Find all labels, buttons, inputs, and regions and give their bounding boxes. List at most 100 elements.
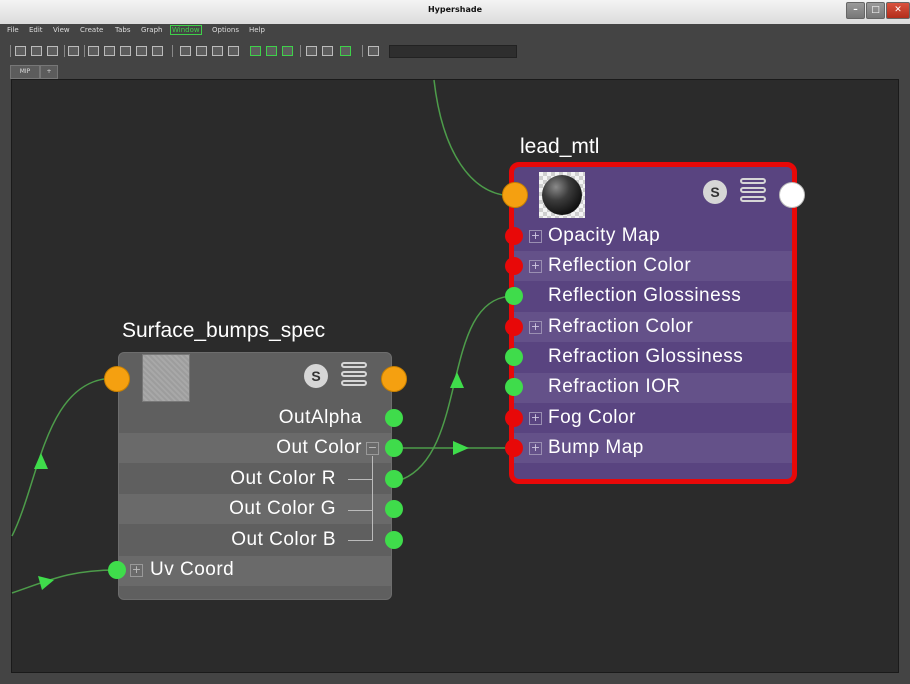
attribute-list-icon[interactable] xyxy=(740,178,768,206)
out-alpha-plug[interactable] xyxy=(385,409,403,427)
attr-out-color-b: Out Color B xyxy=(231,529,336,550)
attr-uv-coord: Uv Coord xyxy=(150,559,235,580)
menu-help[interactable]: Help xyxy=(249,26,265,34)
menu-graph[interactable]: Graph xyxy=(141,26,163,34)
tab-bar: MIP + xyxy=(0,62,910,79)
toolbar-separator xyxy=(172,45,173,57)
expand-icon[interactable]: + xyxy=(529,229,542,243)
attr-out-alpha: OutAlpha xyxy=(278,407,362,428)
surface-input-plug[interactable] xyxy=(104,366,130,392)
texture-swatch xyxy=(142,354,190,402)
rearrange-graph-icon[interactable] xyxy=(152,46,163,56)
tree-line xyxy=(348,540,372,541)
tree-line xyxy=(372,456,373,541)
material-swatch xyxy=(539,172,585,218)
graph-downstream-icon[interactable] xyxy=(136,46,147,56)
material-sphere xyxy=(542,175,582,215)
custom-mode-icon[interactable] xyxy=(228,46,239,56)
refraction-ior-plug[interactable] xyxy=(505,378,523,396)
graph-output-icon[interactable] xyxy=(47,46,58,56)
menu-view[interactable]: View xyxy=(53,26,70,34)
clear-graph-icon[interactable] xyxy=(68,46,79,56)
search-field[interactable] xyxy=(389,45,517,58)
toolbar-separator xyxy=(10,45,11,57)
fog-color-plug[interactable] xyxy=(505,409,523,427)
expand-icon[interactable]: + xyxy=(130,563,143,577)
refraction-color-plug[interactable] xyxy=(505,318,523,336)
menu-bar: File Edit View Create Tabs Graph Window … xyxy=(0,24,910,38)
swatch-toggle-icon[interactable]: S xyxy=(304,364,328,388)
attr-refraction-ior: Refraction IOR xyxy=(548,376,681,397)
lead-node-title: lead_mtl xyxy=(520,135,600,158)
attr-bump-map: Bump Map xyxy=(548,437,644,458)
refraction-glossiness-plug[interactable] xyxy=(505,348,523,366)
attr-out-color-r: Out Color R xyxy=(230,468,336,489)
close-button[interactable]: ✕ xyxy=(886,2,910,19)
uv-coord-plug[interactable] xyxy=(108,561,126,579)
lead-input-plug[interactable] xyxy=(502,182,528,208)
reflection-color-plug[interactable] xyxy=(505,257,523,275)
add-selected-icon[interactable] xyxy=(88,46,99,56)
expand-icon[interactable]: + xyxy=(529,320,542,334)
attr-opacity-map: Opacity Map xyxy=(548,225,661,246)
opacity-map-plug[interactable] xyxy=(505,227,523,245)
window-title: Hypershade xyxy=(427,5,482,14)
add-tab-button[interactable]: + xyxy=(40,65,58,79)
simple-mode-icon[interactable] xyxy=(180,46,191,56)
attr-refraction-glossiness: Refraction Glossiness xyxy=(548,346,744,367)
tree-line xyxy=(348,510,372,511)
out-color-r-plug[interactable] xyxy=(385,470,403,488)
maximize-button[interactable]: □ xyxy=(866,2,885,19)
toolbar-separator xyxy=(64,45,65,57)
collapse-icon[interactable]: − xyxy=(366,441,379,455)
toolbar-separator xyxy=(362,45,363,57)
attribute-list-icon[interactable] xyxy=(341,362,369,390)
toggle-attribute-filter-icon[interactable] xyxy=(368,46,379,56)
graph-upstream-icon[interactable] xyxy=(120,46,131,56)
menu-tabs[interactable]: Tabs xyxy=(115,26,131,34)
lead-output-plug[interactable] xyxy=(779,182,805,208)
connected-mode-icon[interactable] xyxy=(196,46,207,56)
surface-output-plug[interactable] xyxy=(381,366,407,392)
menu-options[interactable]: Options xyxy=(212,26,240,34)
expand-icon[interactable]: + xyxy=(529,259,542,273)
bump-map-plug[interactable] xyxy=(505,439,523,457)
graph-input-icon[interactable] xyxy=(15,46,26,56)
snap-grid-icon[interactable] xyxy=(340,46,351,56)
out-color-plug[interactable] xyxy=(385,439,403,457)
title-bar: Hypershade – □ ✕ xyxy=(0,0,910,25)
menu-window[interactable]: Window xyxy=(170,25,202,35)
menu-edit[interactable]: Edit xyxy=(29,26,43,34)
remove-selected-icon[interactable] xyxy=(104,46,115,56)
grid-icon[interactable] xyxy=(306,46,317,56)
surface-node-title: Surface_bumps_spec xyxy=(122,319,326,342)
minimize-button[interactable]: – xyxy=(846,2,865,19)
out-color-g-plug[interactable] xyxy=(385,500,403,518)
zoom-icon[interactable] xyxy=(282,46,293,56)
toolbar-separator xyxy=(300,45,301,57)
expand-icon[interactable]: + xyxy=(529,441,542,455)
toolbar-separator xyxy=(84,45,85,57)
full-mode-icon[interactable] xyxy=(212,46,223,56)
menu-create[interactable]: Create xyxy=(80,26,104,34)
toolbar xyxy=(0,40,910,62)
row-band xyxy=(119,433,391,463)
out-color-b-plug[interactable] xyxy=(385,531,403,549)
attr-out-color-g: Out Color G xyxy=(229,498,336,519)
reflection-glossiness-plug[interactable] xyxy=(505,287,523,305)
attr-out-color: Out Color xyxy=(276,437,362,458)
swatch-toggle-icon[interactable]: S xyxy=(703,180,727,204)
frame-selected-icon[interactable] xyxy=(266,46,277,56)
row-band xyxy=(514,373,792,403)
row-band xyxy=(514,433,792,463)
tab-mip[interactable]: MIP xyxy=(10,65,40,79)
pin-icon[interactable] xyxy=(322,46,333,56)
attr-reflection-color: Reflection Color xyxy=(548,255,692,276)
tree-line xyxy=(348,479,372,480)
expand-icon[interactable]: + xyxy=(529,411,542,425)
row-band xyxy=(514,312,792,342)
frame-all-icon[interactable] xyxy=(250,46,261,56)
row-band xyxy=(119,494,391,524)
graph-in-out-icon[interactable] xyxy=(31,46,42,56)
menu-file[interactable]: File xyxy=(7,26,19,34)
